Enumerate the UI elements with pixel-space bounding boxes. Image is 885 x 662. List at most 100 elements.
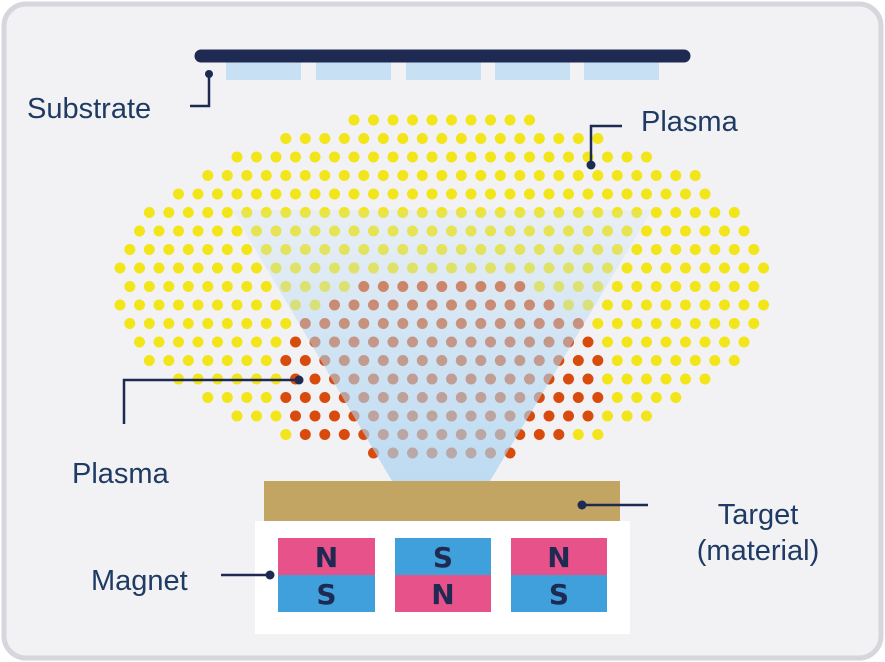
plasma-dot xyxy=(553,170,565,181)
plasma-dot xyxy=(192,188,204,200)
plasma-dot xyxy=(192,299,204,311)
plasma-dot xyxy=(641,262,652,274)
plasma-dot xyxy=(728,318,740,329)
plasma-dot xyxy=(221,244,233,255)
plasma-dot xyxy=(397,170,409,181)
plasma-dense-dot xyxy=(290,336,301,348)
plasma-dense-dot xyxy=(309,373,321,385)
plasma-dot xyxy=(319,133,331,144)
plasma-dot xyxy=(241,170,253,181)
plasma-dot xyxy=(163,244,175,255)
plasma-dot xyxy=(728,207,740,218)
plasma-dot xyxy=(114,299,126,311)
plasma-dot xyxy=(660,188,672,200)
plasma-dot xyxy=(270,336,282,348)
plasma-dot xyxy=(192,225,204,237)
magnet-array: N S S N N S xyxy=(278,538,607,612)
plasma-dot xyxy=(485,114,496,126)
plasma-dot xyxy=(348,114,360,126)
plasma-dot xyxy=(465,151,477,163)
plasma-dense-dot xyxy=(582,373,594,385)
magnet-pole-label: S xyxy=(549,578,569,611)
plasma-dot xyxy=(290,151,301,163)
plasma-dot xyxy=(134,336,145,348)
sputter-beam xyxy=(232,210,652,481)
plasma-dot xyxy=(280,170,292,181)
plasma-dense-dot xyxy=(553,392,565,403)
leader-dot-icon xyxy=(205,70,213,78)
plasma-dot xyxy=(670,244,682,255)
plasma-dot xyxy=(299,170,311,181)
plasma-dot xyxy=(134,225,145,237)
plasma-dot xyxy=(436,170,448,181)
plasma-dot xyxy=(182,355,194,366)
plasma-dot xyxy=(368,188,379,200)
plasma-dot xyxy=(709,244,721,255)
plasma-left-label: Plasma xyxy=(72,458,169,490)
plasma-dot xyxy=(641,188,652,200)
plasma-dot xyxy=(455,170,467,181)
plasma-dot xyxy=(611,281,623,292)
plasma-dot xyxy=(280,429,292,440)
leader-dots xyxy=(205,70,596,580)
plasma-dot xyxy=(699,262,711,274)
plasma-dot xyxy=(514,170,526,181)
plasma-dot xyxy=(719,299,730,311)
plasma-dot xyxy=(143,244,155,255)
plasma-dot xyxy=(231,151,243,163)
substrate-leader xyxy=(190,74,211,108)
substrate-tab xyxy=(316,62,391,80)
plasma-dot xyxy=(738,336,750,348)
plasma-dense-dot xyxy=(592,355,604,366)
plasma-dot xyxy=(163,207,175,218)
substrate-tab xyxy=(584,62,659,80)
plasma-dot xyxy=(241,318,253,329)
plasma-dot xyxy=(641,373,652,385)
plasma-dot xyxy=(680,225,691,237)
magnet-pair: S N xyxy=(395,538,491,612)
substrate xyxy=(194,49,691,80)
plasma-dot xyxy=(602,373,613,385)
plasma-dot xyxy=(728,355,740,366)
plasma-dot xyxy=(592,318,604,329)
plasma-dot xyxy=(650,207,662,218)
plasma-dot xyxy=(153,225,165,237)
plasma-dot xyxy=(358,133,370,144)
magnet-south-pole xyxy=(395,538,491,575)
plasma-dot xyxy=(709,318,721,329)
plasma-dense-dot xyxy=(280,355,292,366)
plasma-dot xyxy=(260,281,272,292)
plasma-dot xyxy=(134,299,145,311)
plasma-dot xyxy=(504,188,516,200)
plasma-dot xyxy=(621,188,633,200)
plasma-dense-dot xyxy=(582,410,594,422)
plasma-dot xyxy=(231,225,243,237)
plasma-dot xyxy=(397,133,409,144)
plasma-dot xyxy=(260,392,272,403)
plasma-dot xyxy=(748,318,760,329)
plasma-dot xyxy=(221,170,233,181)
plasma-dot xyxy=(670,318,682,329)
plasma-dot xyxy=(182,318,194,329)
plasma-dot xyxy=(641,299,652,311)
plasma-dot xyxy=(251,299,262,311)
plasma-dot xyxy=(231,262,243,274)
magnet-pair: N S xyxy=(278,538,375,612)
plasma-dot xyxy=(182,207,194,218)
plasma-dot xyxy=(202,207,214,218)
magnet-south-pole xyxy=(278,575,375,612)
plasma-dot xyxy=(202,281,214,292)
plasma-dot xyxy=(748,244,760,255)
plasma-dot xyxy=(143,355,155,366)
plasma-dot xyxy=(173,225,184,237)
plasma-dot xyxy=(689,318,701,329)
plasma-dot xyxy=(631,355,643,366)
plasma-dot xyxy=(650,318,662,329)
plasma-dense-dot xyxy=(299,429,311,440)
plasma-dot xyxy=(436,133,448,144)
plasma-dot xyxy=(611,355,623,366)
plasma-dot xyxy=(475,170,487,181)
plasma-dot xyxy=(738,225,750,237)
